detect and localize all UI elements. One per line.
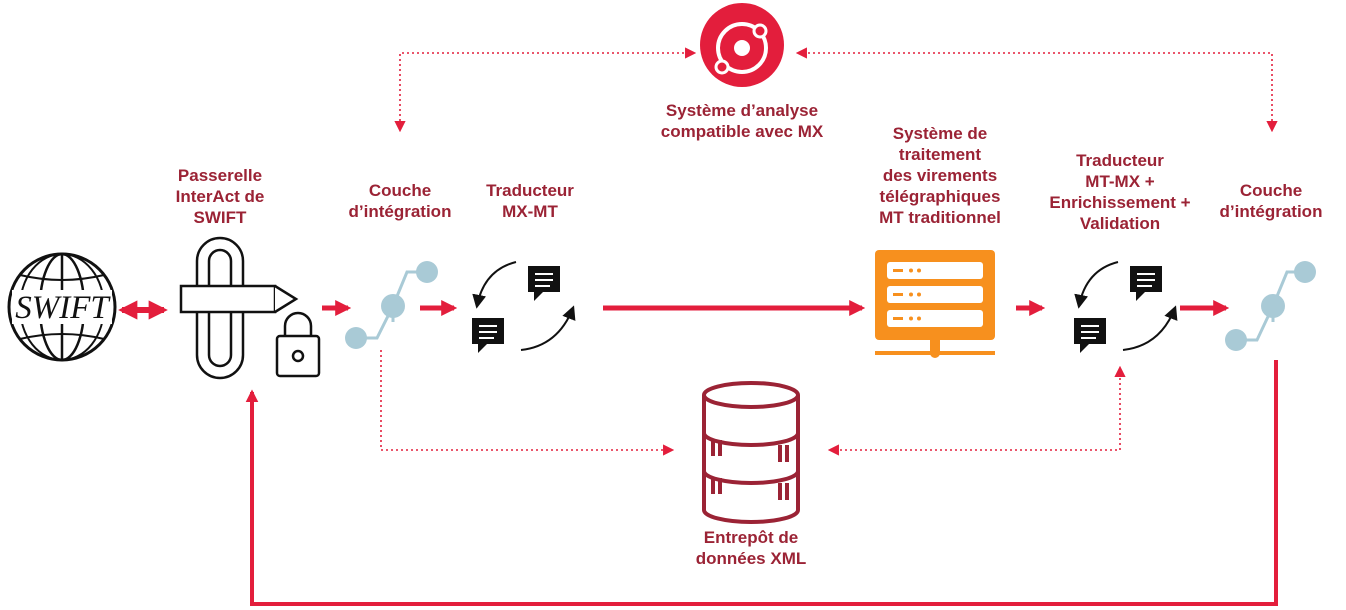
dotted-connector [380,350,675,456]
network-nodes-icon [345,261,438,349]
dotted-connector [827,365,1126,456]
gateway-label: Passerelle InterAct de SWIFT [175,166,265,227]
network-nodes-icon [1225,261,1316,351]
database-cylinder-icon [702,381,800,524]
return-loop-arrow [245,360,1278,606]
message-exchange-icon [1074,261,1178,353]
server-monitor-icon [875,250,995,358]
analytics-orbit-icon [700,3,784,87]
dotted-connector [394,47,697,133]
integration-left-label: Couche d’intégration [348,181,452,221]
integration-right-label: Couche d’intégration [1219,181,1323,221]
swift-globe-logo: SWIFT [7,252,117,362]
dotted-connector [795,47,1278,133]
message-exchange-icon [472,261,576,353]
warehouse-label: Entrepôt de données XML [695,528,807,568]
processing-label: Système de traitement des virements télé… [879,124,1001,227]
translator-right-label: Traducteur MT-MX + Enrichissement + Vali… [1049,151,1191,233]
translator-left-label: Traducteur MX-MT [486,181,574,221]
analytics-label: Système d’analyse compatible avec MX [660,101,824,141]
chain-link-lock-icon [179,236,321,380]
swift-logo-text: SWIFT [15,290,111,326]
